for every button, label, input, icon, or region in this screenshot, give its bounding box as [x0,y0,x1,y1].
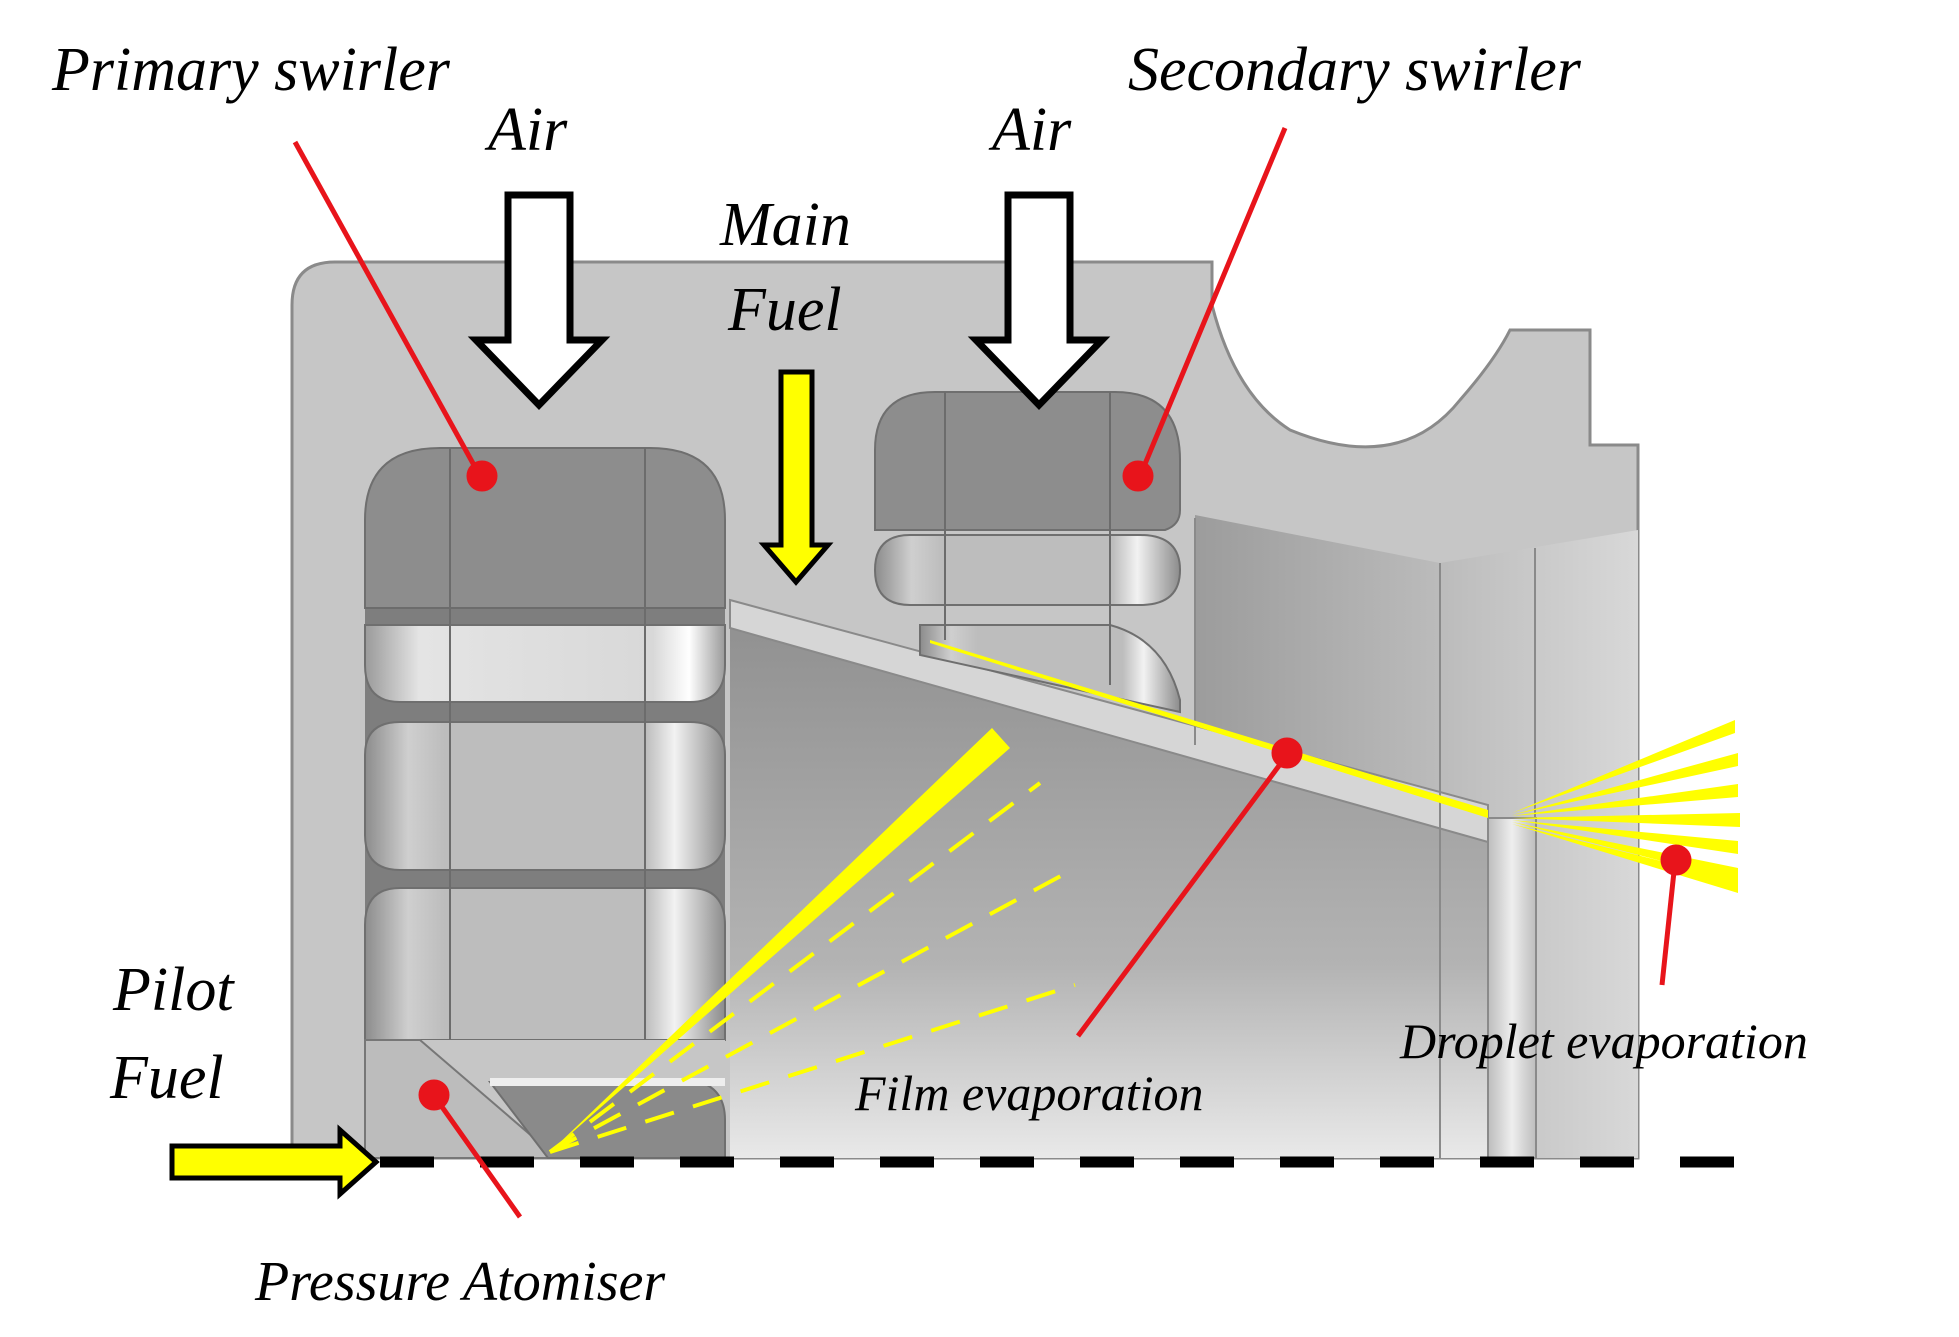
label-film-evaporation: Film evaporation [854,1065,1204,1121]
label-primary-swirler: Primary swirler [51,36,451,104]
secondary-slot-1 [873,534,1182,606]
fuel-film [930,640,1488,818]
support-post [1487,817,1537,1159]
pilot-spray [548,728,1076,1154]
leader-dot-film [1271,737,1303,769]
secondary-swirler-vanes [873,391,1182,714]
leader-dot-secondary [1122,460,1154,492]
leader-lines [292,127,1692,1219]
leader-atomiser [432,1095,523,1219]
secondary-slot-2 [919,624,1181,714]
air-arrow-primary-icon [467,191,611,411]
leader-dot-atomiser [418,1079,450,1111]
label-pressure-atomiser: Pressure Atomiser [254,1251,665,1313]
leader-film [1075,753,1290,1038]
leader-secondary-swirler [1137,127,1288,477]
label-pilot-fuel-2: Fuel [109,1044,224,1112]
primary-vane-top [364,447,726,609]
conical-passage [730,605,1488,1158]
main-fuel-arrow-icon [758,369,834,586]
pilot-fuel-arrow-icon [169,1124,380,1200]
label-air-secondary: Air [988,96,1072,164]
label-main-fuel-1: Main [719,191,851,259]
primary-swirler-vanes [364,447,726,1088]
primary-slot-2 [364,721,726,871]
primary-slot-3 [364,887,726,1041]
label-droplet-evaporation: Droplet evaporation [1399,1013,1808,1069]
secondary-vane-top [874,391,1181,531]
air-arrow-secondary-icon [967,191,1111,411]
leader-droplet [1659,861,1678,986]
label-secondary-swirler: Secondary swirler [1128,36,1582,104]
label-pilot-fuel-1: Pilot [112,956,235,1024]
label-main-fuel-2: Fuel [727,276,842,344]
label-air-primary: Air [484,96,568,164]
primary-slot-1 [364,624,726,703]
pressure-atomiser-body [364,1039,726,1159]
leader-dot-primary [466,460,498,492]
leader-dot-droplet [1660,844,1692,876]
leader-primary-swirler [292,140,483,478]
